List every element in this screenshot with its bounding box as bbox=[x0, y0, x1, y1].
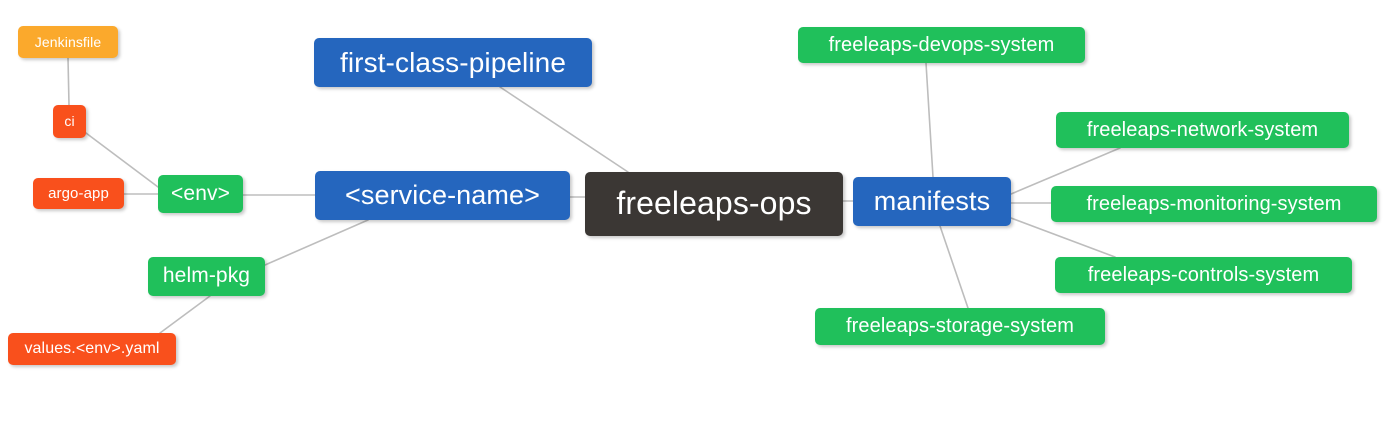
mindmap-node-label: freeleaps-devops-system bbox=[828, 33, 1055, 56]
mindmap-node-label: argo-app bbox=[48, 184, 109, 202]
mindmap-node-service-name[interactable]: <service-name> bbox=[315, 171, 570, 220]
mindmap-node-label: Jenkinsfile bbox=[34, 33, 102, 50]
mindmap-node-freeleaps-devops-system[interactable]: freeleaps-devops-system bbox=[798, 27, 1085, 63]
mindmap-node-label: values.<env>.yaml bbox=[24, 339, 160, 357]
mindmap-node-label: freeleaps-ops bbox=[616, 185, 812, 222]
mindmap-node-jenkinsfile[interactable]: Jenkinsfile bbox=[18, 26, 118, 58]
edge-values-env-yaml-to-helm-pkg bbox=[159, 295, 211, 334]
edge-manifests-to-freeleaps-devops-system bbox=[925, 62, 934, 178]
mindmap-node-helm-pkg[interactable]: helm-pkg bbox=[148, 257, 265, 296]
mindmap-node-freeleaps-controls-system[interactable]: freeleaps-controls-system bbox=[1055, 257, 1352, 293]
edge-manifests-to-freeleaps-controls-system bbox=[1010, 217, 1116, 258]
mindmap-node-freeleaps-storage-system[interactable]: freeleaps-storage-system bbox=[815, 308, 1105, 345]
mindmap-node-label: freeleaps-monitoring-system bbox=[1086, 192, 1342, 215]
mindmap-node-argo-app[interactable]: argo-app bbox=[33, 178, 124, 209]
mindmap-node-label: <service-name> bbox=[345, 180, 540, 211]
mindmap-node-label: <env> bbox=[171, 181, 230, 205]
mindmap-node-label: helm-pkg bbox=[162, 264, 251, 288]
edge-helm-pkg-to-service-name bbox=[264, 219, 369, 266]
mindmap-node-label: ci bbox=[64, 113, 75, 130]
mindmap-node-env[interactable]: <env> bbox=[158, 175, 243, 213]
mindmap-node-label: freeleaps-storage-system bbox=[845, 315, 1075, 337]
mindmap-node-freeleaps-ops[interactable]: freeleaps-ops bbox=[585, 172, 843, 236]
mindmap-node-freeleaps-network-system[interactable]: freeleaps-network-system bbox=[1056, 112, 1349, 148]
mindmap-node-label: freeleaps-network-system bbox=[1086, 118, 1319, 141]
mindmap-node-values-env-yaml[interactable]: values.<env>.yaml bbox=[8, 333, 176, 365]
mindmap-node-manifests[interactable]: manifests bbox=[853, 177, 1011, 226]
mindmap-node-label: freeleaps-controls-system bbox=[1087, 263, 1320, 286]
edge-first-class-pipeline-to-freeleaps-ops bbox=[499, 86, 629, 173]
mindmap-node-ci[interactable]: ci bbox=[53, 105, 86, 138]
edge-jenkinsfile-to-ci bbox=[67, 57, 70, 106]
mindmap-node-label: first-class-pipeline bbox=[339, 46, 567, 78]
mindmap-node-label: manifests bbox=[873, 186, 991, 217]
mindmap-node-first-class-pipeline[interactable]: first-class-pipeline bbox=[314, 38, 592, 87]
edge-manifests-to-freeleaps-storage-system bbox=[939, 225, 969, 309]
mindmap-node-freeleaps-monitoring-system[interactable]: freeleaps-monitoring-system bbox=[1051, 186, 1377, 222]
